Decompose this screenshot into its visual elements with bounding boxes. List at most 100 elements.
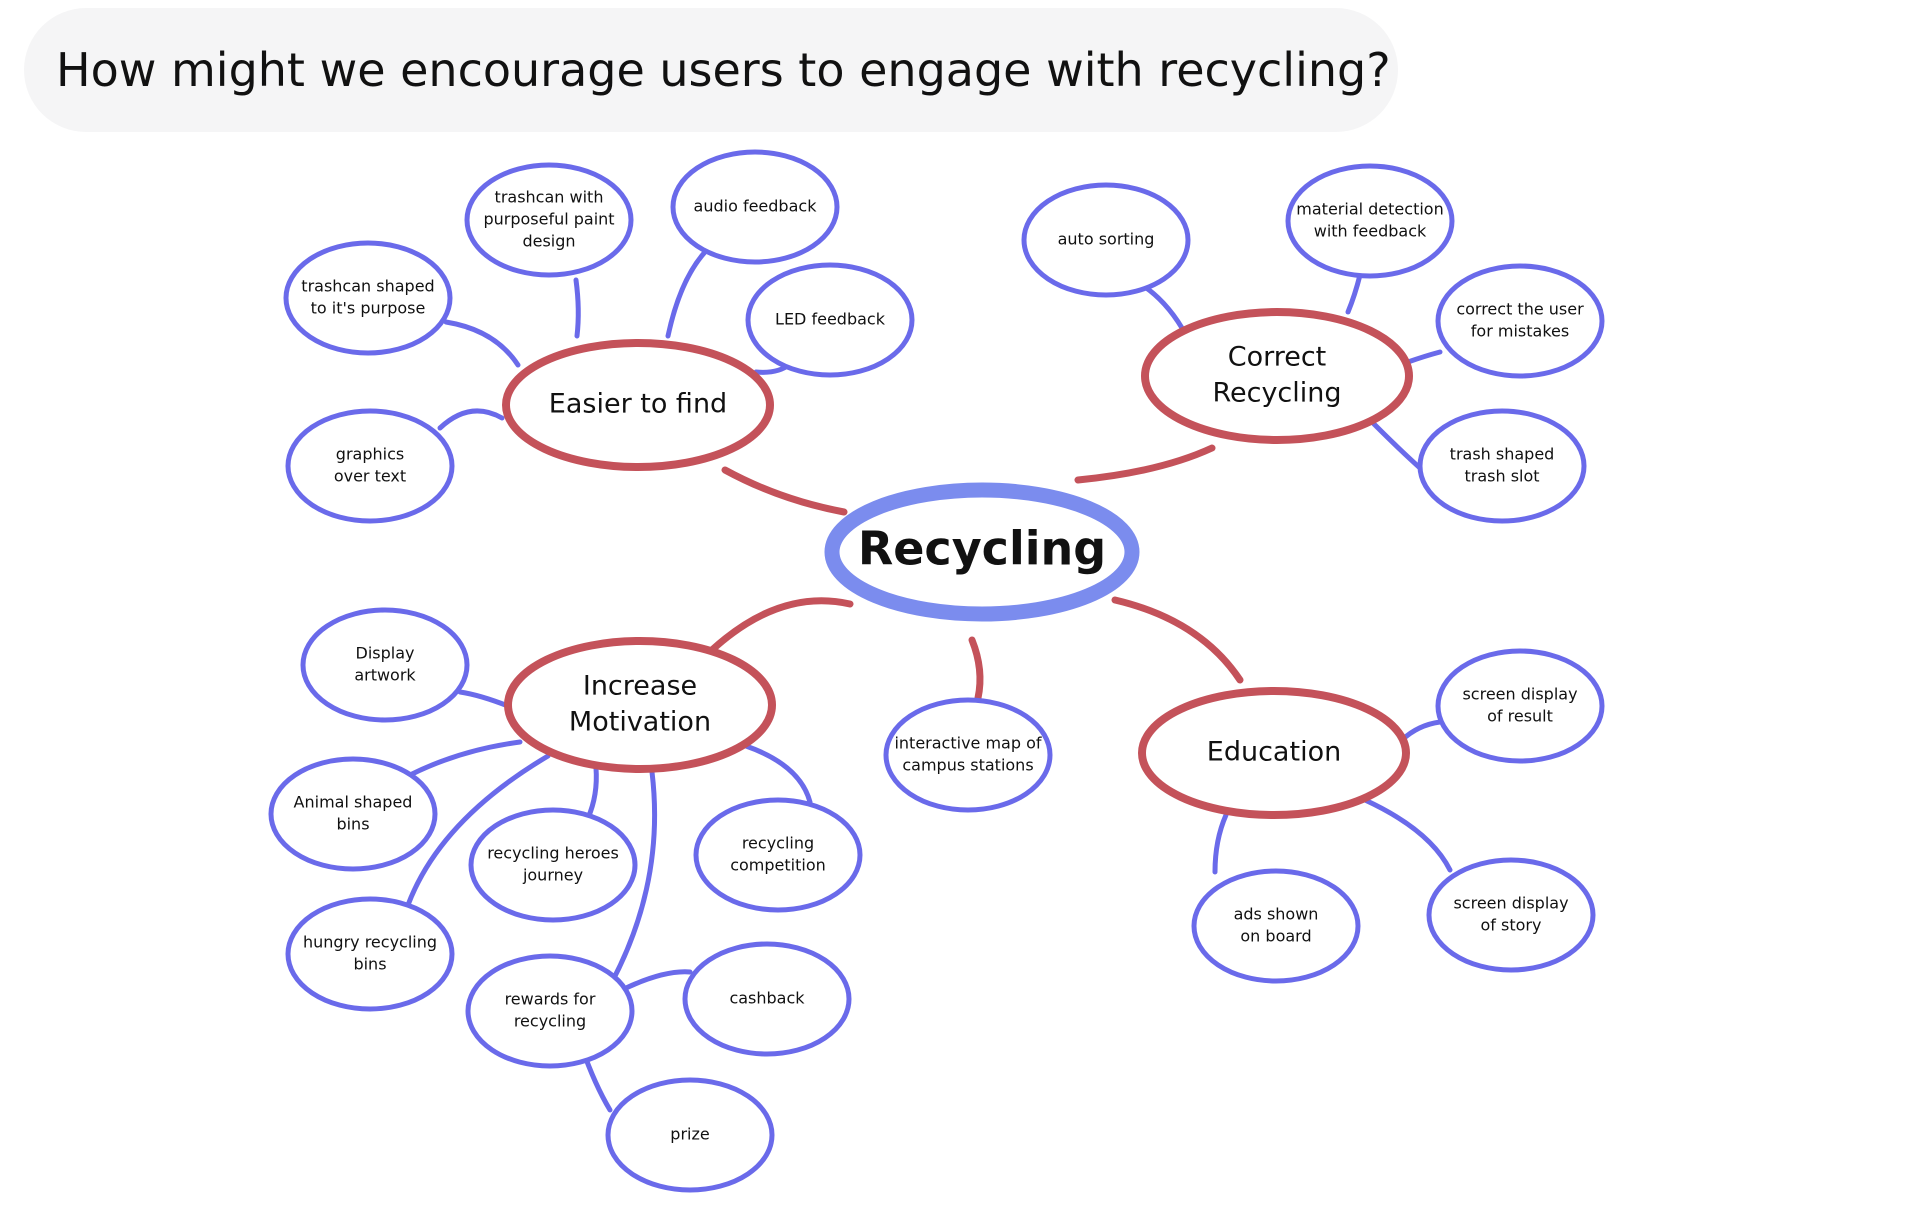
leaf-recycling-competition-label: recycling bbox=[742, 834, 814, 853]
leaf-display-artwork-shape bbox=[300, 607, 470, 723]
leaf-recycling-competition-label: competition bbox=[730, 856, 826, 875]
leaf-cashback: cashback bbox=[682, 941, 852, 1057]
leaf-screen-display-story-shape bbox=[1426, 857, 1596, 973]
leaf-auto-sorting-label: auto sorting bbox=[1058, 230, 1155, 249]
leaf-prize-shape bbox=[605, 1077, 775, 1193]
leaf-trashcan-shaped-shape bbox=[283, 240, 453, 356]
branch-increase-motivation-shape bbox=[504, 637, 776, 773]
connector-line bbox=[665, 249, 708, 339]
leaf-screen-display-story: screen display of story bbox=[1426, 857, 1596, 973]
leaf-audio-feedback-shape bbox=[670, 149, 840, 265]
leaf-screen-display-result-shape bbox=[1435, 648, 1605, 764]
connector-line bbox=[407, 739, 523, 778]
leaf-correct-the-user-label: for mistakes bbox=[1471, 322, 1569, 341]
leaf-auto-sorting: auto sorting bbox=[1021, 182, 1191, 298]
leaf-trash-shaped-slot-label: trash shaped bbox=[1450, 445, 1555, 464]
connector-line bbox=[721, 466, 848, 516]
leaf-cashback-shape bbox=[682, 941, 852, 1057]
leaf-ads-shown-on-board-shape bbox=[1191, 868, 1361, 984]
leaf-screen-display-result-label: screen display bbox=[1462, 685, 1577, 704]
leaf-screen-display-result: screen display of result bbox=[1435, 648, 1605, 764]
connector-line bbox=[610, 769, 658, 983]
branch-education-label: Education bbox=[1207, 737, 1341, 768]
leaf-material-detection-label: with feedback bbox=[1314, 222, 1427, 241]
leaf-recycling-heroes-journey-shape bbox=[468, 807, 638, 923]
leaf-screen-display-result-label: of result bbox=[1487, 707, 1553, 726]
leaf-trashcan-shaped: trashcan shaped to it's purpose bbox=[283, 240, 453, 356]
leaf-display-artwork-label: artwork bbox=[354, 666, 416, 685]
leaf-screen-display-story-label: of story bbox=[1481, 916, 1542, 935]
branch-easier-to-find: Easier to find bbox=[502, 339, 774, 471]
leaf-correct-the-user-label: correct the user bbox=[1456, 300, 1584, 319]
leaf-material-detection-shape bbox=[1285, 163, 1455, 279]
leaf-display-artwork-label: Display bbox=[356, 644, 415, 663]
leaf-trashcan-shaped-label: trashcan shaped bbox=[301, 277, 434, 296]
leaf-ads-shown-on-board: ads shown on board bbox=[1191, 868, 1361, 984]
leaf-led-feedback-shape bbox=[745, 262, 915, 378]
leaf-led-feedback-label: LED feedback bbox=[775, 310, 886, 329]
connector-line bbox=[457, 689, 511, 709]
leaf-recycling-competition-shape bbox=[693, 797, 863, 913]
leaf-led-feedback: LED feedback bbox=[745, 262, 915, 378]
nodes: Recycling Easier to find CorrectRecyclingI… bbox=[268, 149, 1605, 1193]
connector-line bbox=[1362, 797, 1453, 873]
connector-line bbox=[1212, 812, 1229, 875]
connector-line bbox=[968, 636, 984, 702]
branch-easier-to-find-shape bbox=[502, 339, 774, 471]
connector-line bbox=[1371, 421, 1423, 471]
question-banner: How might we encourage users to engage w… bbox=[24, 8, 1398, 132]
leaf-animal-shaped-bins-label: Animal shaped bbox=[294, 793, 413, 812]
leaf-animal-shaped-bins: Animal shaped bins bbox=[268, 756, 438, 872]
leaf-hungry-recycling-bins-shape bbox=[285, 896, 455, 1012]
connector-line bbox=[1345, 272, 1363, 315]
leaf-display-artwork: Display artwork bbox=[300, 607, 470, 723]
leaf-material-detection-label: material detection bbox=[1296, 200, 1443, 219]
leaf-ads-shown-on-board-label: ads shown bbox=[1234, 905, 1319, 924]
leaf-ads-shown-on-board-label: on board bbox=[1240, 927, 1311, 946]
branch-easier-to-find-label: Easier to find bbox=[549, 389, 727, 420]
leaf-recycling-heroes-journey-label: journey bbox=[522, 866, 583, 885]
leaf-audio-feedback-label: audio feedback bbox=[694, 197, 818, 216]
leaf-screen-display-story-label: screen display bbox=[1453, 894, 1568, 913]
leaf-animal-shaped-bins-shape bbox=[268, 756, 438, 872]
branch-correct-recycling-shape bbox=[1141, 308, 1413, 444]
leaf-trashcan-purposeful-shape bbox=[464, 162, 634, 278]
center-node: Recycling bbox=[824, 482, 1140, 622]
leaf-recycling-heroes-journey-label: recycling heroes bbox=[487, 844, 619, 863]
question-title: How might we encourage users to engage w… bbox=[56, 43, 1391, 97]
leaf-animal-shaped-bins-label: bins bbox=[336, 815, 369, 834]
leaf-interactive-map-label: campus stations bbox=[902, 756, 1033, 775]
leaf-hungry-recycling-bins-label: bins bbox=[353, 955, 386, 974]
leaf-hungry-recycling-bins: hungry recycling bins bbox=[285, 896, 455, 1012]
branch-increase-motivation-label: Motivation bbox=[569, 707, 711, 738]
leaf-rewards-for-recycling-label: rewards for bbox=[505, 990, 596, 1009]
leaf-rewards-for-recycling-shape bbox=[465, 953, 635, 1069]
leaf-material-detection: material detection with feedback bbox=[1285, 163, 1455, 279]
leaf-graphics-over-text-label: graphics bbox=[336, 445, 404, 464]
leaf-trashcan-purposeful-label: purposeful paint bbox=[483, 210, 614, 229]
connector-line bbox=[708, 597, 854, 654]
leaf-trash-shaped-slot-shape bbox=[1417, 408, 1587, 524]
connector-line bbox=[1399, 719, 1443, 743]
leaf-cashback-label: cashback bbox=[729, 989, 805, 1008]
leaf-prize: prize bbox=[605, 1077, 775, 1193]
branch-increase-motivation-label: Increase bbox=[583, 671, 697, 702]
leaf-trashcan-shaped-label: to it's purpose bbox=[311, 299, 426, 318]
leaf-interactive-map-label: interactive map of bbox=[894, 734, 1041, 753]
leaf-interactive-map-shape bbox=[883, 697, 1053, 813]
connector-line bbox=[443, 319, 521, 368]
leaf-graphics-over-text: graphics over text bbox=[285, 408, 455, 524]
branch-education-shape bbox=[1138, 687, 1410, 819]
leaf-trashcan-purposeful-label: trashcan with bbox=[495, 188, 604, 207]
branch-correct-recycling-label: Correct bbox=[1228, 342, 1327, 373]
leaf-audio-feedback: audio feedback bbox=[670, 149, 840, 265]
leaf-hungry-recycling-bins-label: hungry recycling bbox=[303, 933, 437, 952]
leaf-graphics-over-text-label: over text bbox=[334, 467, 406, 486]
connector-line bbox=[437, 408, 505, 431]
connector-line bbox=[573, 277, 581, 339]
connector-line bbox=[405, 753, 551, 908]
